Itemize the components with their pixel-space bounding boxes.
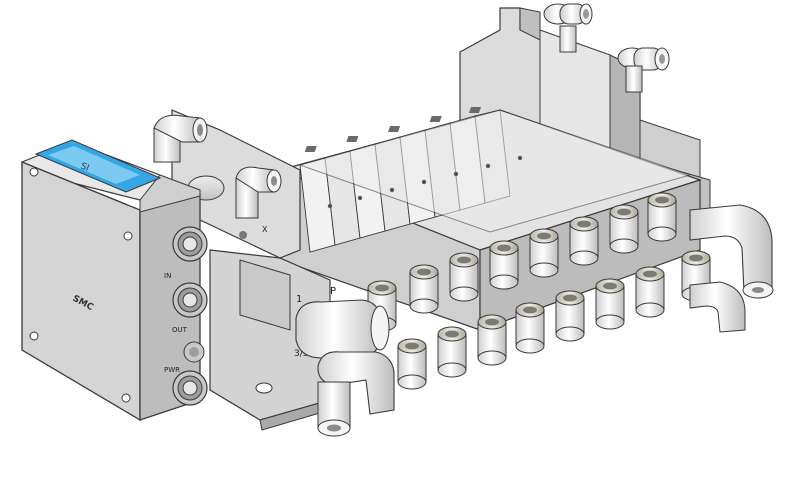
rear-elbow-fittings <box>543 3 670 93</box>
left-top-elbow-fittings <box>153 114 282 219</box>
upper-fitting-row <box>409 192 677 314</box>
serial-interface-unit: SI SMC <box>21 139 201 422</box>
port-1-label: 1 <box>296 294 302 305</box>
connector-out-label: OUT <box>172 326 188 334</box>
right-elbow-fittings <box>689 204 774 333</box>
connector-pwr-label: PWR <box>164 366 180 374</box>
port-p-label: P <box>330 286 336 297</box>
m12-connectors: IN OUT PWR <box>164 226 208 406</box>
connector-out: OUT <box>172 282 208 334</box>
connector-in-label: IN <box>164 272 171 280</box>
connector-pwr: PWR <box>164 341 208 406</box>
valve-stations <box>262 107 692 253</box>
lower-fitting-row <box>367 250 711 390</box>
port-x-label: X <box>262 225 268 234</box>
connector-in: IN <box>164 226 208 280</box>
supply-exhaust-elbows <box>295 299 395 437</box>
port-35-label: 3/5 <box>294 349 308 359</box>
display-label: SI <box>79 162 91 174</box>
